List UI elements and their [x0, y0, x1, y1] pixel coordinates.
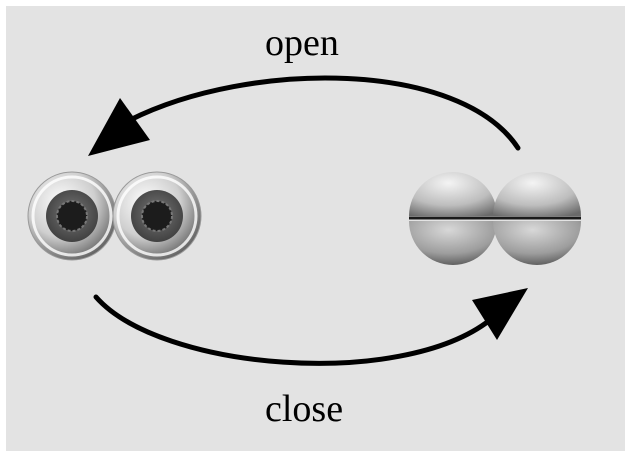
open-label: open: [265, 22, 339, 64]
open-eyes-icon: [27, 171, 202, 261]
right-eye: [112, 171, 202, 261]
left-eye: [27, 171, 117, 261]
closed-left-eye: [409, 172, 497, 265]
curved-arrow-right-icon: [93, 288, 528, 366]
curved-arrow-left-icon: [88, 75, 521, 156]
closed-right-eye: [493, 172, 581, 265]
closed-eyes-icon: [409, 172, 581, 265]
close-label: close: [265, 388, 344, 430]
